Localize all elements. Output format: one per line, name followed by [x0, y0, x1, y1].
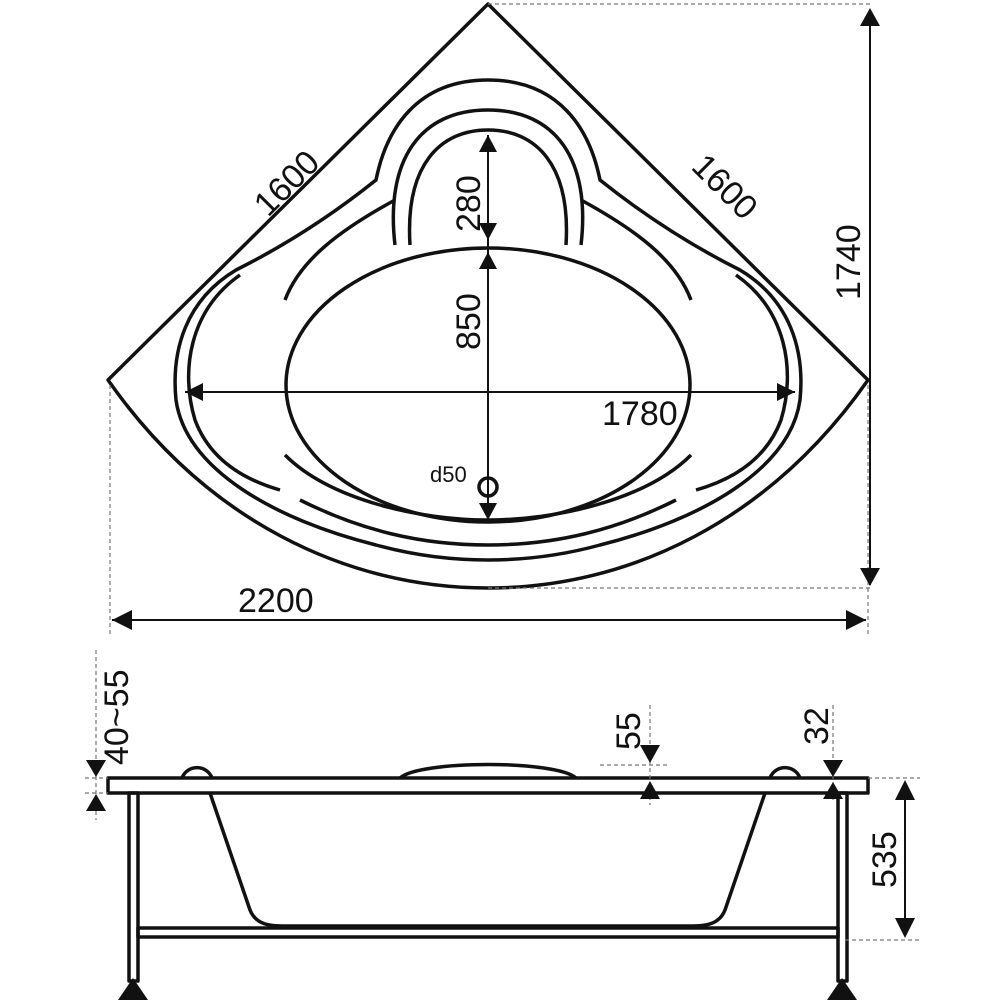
- dim-headrest: 280: [450, 175, 488, 232]
- left-armrest: [283, 198, 396, 301]
- dim-overall-width: 2200: [238, 582, 314, 620]
- dim-height: 535: [866, 831, 904, 888]
- dim-rim-lip: 32: [798, 707, 836, 745]
- rim: [106, 776, 870, 795]
- headrest-inner: [407, 128, 569, 246]
- left-foot: [118, 978, 148, 1000]
- right-bump: [768, 765, 802, 779]
- left-lobe: [186, 273, 281, 492]
- basin-profile: [208, 792, 767, 928]
- dim-basin-width: 1780: [602, 395, 678, 433]
- rim-inner-outline: [173, 78, 803, 562]
- drain-label: d50: [430, 462, 467, 487]
- right-lobe: [695, 273, 790, 492]
- front-rim: [299, 498, 677, 547]
- dim-basin-depth: 850: [450, 293, 488, 350]
- dim-headrest-height: 55: [610, 712, 648, 750]
- right-leg: [836, 791, 849, 983]
- right-armrest: [580, 198, 693, 301]
- dim-side-left: 1600: [247, 143, 327, 223]
- right-foot: [827, 978, 857, 1000]
- left-bump: [180, 765, 214, 779]
- dim-depth-total: 1740: [830, 224, 868, 300]
- dim-rim-thickness: 40~55: [98, 670, 136, 766]
- side-view: 40~55 55 32 535: [85, 650, 920, 1000]
- headrest-outer: [391, 108, 585, 246]
- left-leg: [127, 791, 140, 983]
- dim-side-right: 1600: [684, 147, 764, 227]
- headrest-bump: [398, 762, 578, 780]
- top-view: 1600 1600 1740 280 850 1780 d50 2200: [106, 2, 880, 635]
- crossbar: [136, 926, 840, 939]
